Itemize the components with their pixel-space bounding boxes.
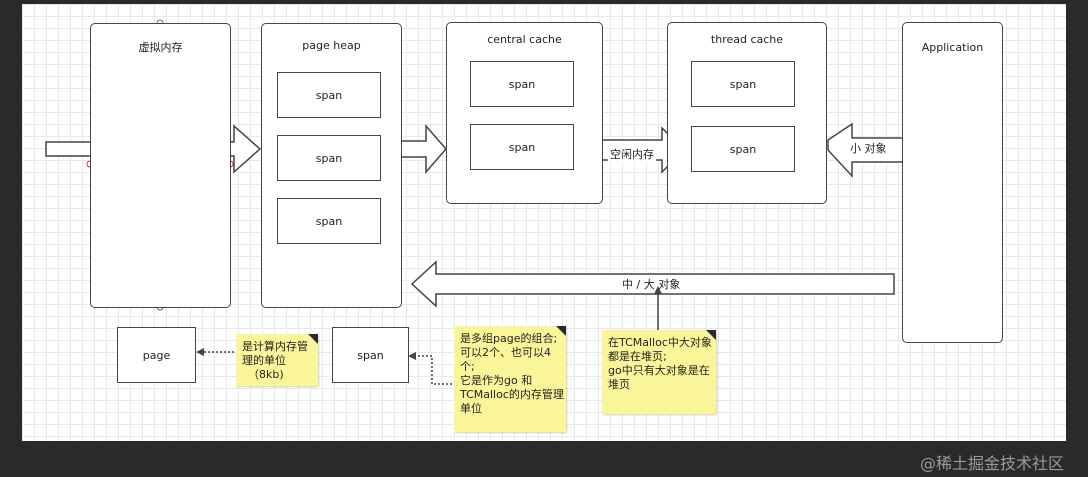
span-text: span [729,77,757,91]
thread-cache-span-1: span [691,61,795,107]
page-box: page [117,327,196,383]
dotted-arrowhead-page [196,348,204,356]
application-label: Application [921,41,984,54]
free-memory-label: 空闲内存 [608,146,656,162]
note-span-line-3: 个; [460,360,475,373]
note-page: 是计算内存管 理的单位 （8kb) [236,334,318,386]
note-span-line-5: 它是作为go 和 [460,374,533,387]
central-cache-span-2: span [470,124,574,170]
span-text: span [508,140,536,154]
central-cache-span-1: span [470,61,574,107]
virtual-memory-box: 虚拟内存 [90,23,231,308]
span-text: span [729,142,757,156]
thread-cache-span-2: span [691,126,795,172]
thread-cache-label: thread cache [710,33,784,46]
application-box: Application [902,22,1003,343]
watermark: @稀土掘金技术社区 [920,454,1065,473]
page-heap-label: page heap [302,39,361,52]
note-span-line-2: 可以2个、也可以4 [460,346,551,359]
thread-cache-box: thread cache span span [667,22,827,204]
dotted-arrowhead-span [408,352,416,360]
span-text: span [508,77,536,91]
note-page-line-3: （8kb) [248,368,284,381]
note-tcmalloc: 在TCMalloc中大对象 都是在堆页; go中只有大对象是在 堆页 [602,330,716,414]
note-tcmalloc-line-5: 堆页 [608,378,630,391]
span-text: span [315,88,343,102]
note-tcmalloc-line-1: 在TCMalloc中大对象 [608,336,712,349]
page-heap-span-3: span [277,198,381,244]
dotted-connector-span [416,355,452,385]
span-text: span [315,214,343,228]
page-heap-span-1: span [277,72,381,118]
note-span: 是多组page的组合; 可以2个、也可以4 个; 它是作为go 和 TCMall… [454,326,566,432]
note-span-line-6: TCMalloc的内存管理 [460,388,564,401]
central-cache-box: central cache span span [446,22,603,204]
medium-large-object-label: 中 / 大 对象 [622,278,681,291]
virtual-memory-label: 虚拟内存 [138,41,183,54]
diagram-canvas: 虚拟内存 page heap span span span central ca… [22,4,1066,441]
page-text: page [142,348,171,362]
connector-arrowhead-tcmalloc [654,286,662,294]
span-text: span [357,348,384,362]
central-cache-label: central cache [487,33,562,46]
small-object-label: 小 对象 [850,142,887,155]
note-page-line-2: 理的单位 [242,354,286,367]
note-span-line-7: 单位 [460,402,482,415]
note-page-line-1: 是计算内存管 [242,340,308,353]
span-text: span [315,151,343,165]
arrow-medium-large-object [410,260,895,308]
page-heap-span-2: span [277,135,381,181]
note-span-line-1: 是多组page的组合; [460,332,558,345]
page-heap-box: page heap span span span [261,23,402,308]
note-tcmalloc-line-4: go中只有大对象是在 [608,364,710,377]
note-tcmalloc-line-2: 都是在堆页; [608,350,667,363]
span-box: span [332,327,409,383]
